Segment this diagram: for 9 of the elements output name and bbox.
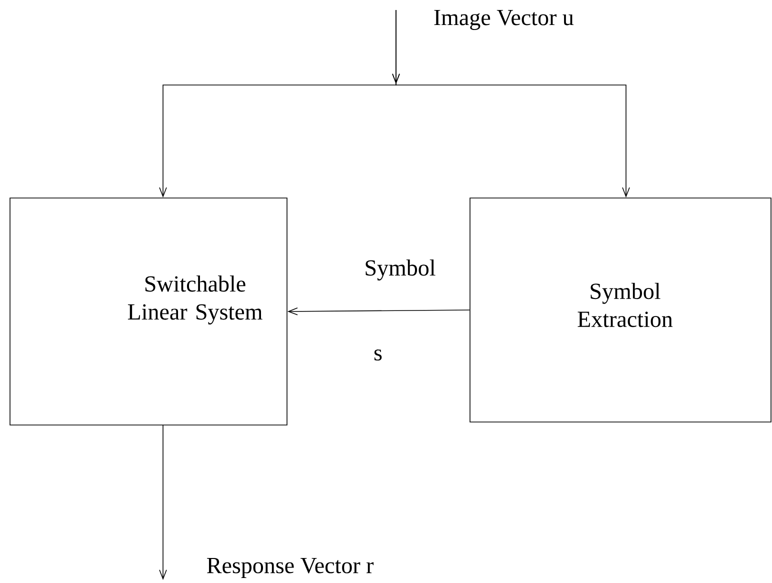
process-box: Symbol Extraction — [470, 198, 772, 422]
edge-label: Symbol — [366, 260, 436, 280]
signal-label: s — [374, 349, 382, 361]
process-box: Switchable Linear System — [10, 198, 288, 426]
arrow — [287, 308, 470, 316]
signal-label: Image Vector u — [434, 10, 574, 30]
signal-label: Response Vector r — [207, 558, 374, 578]
arrow — [159, 424, 167, 580]
arrow — [392, 10, 630, 198]
